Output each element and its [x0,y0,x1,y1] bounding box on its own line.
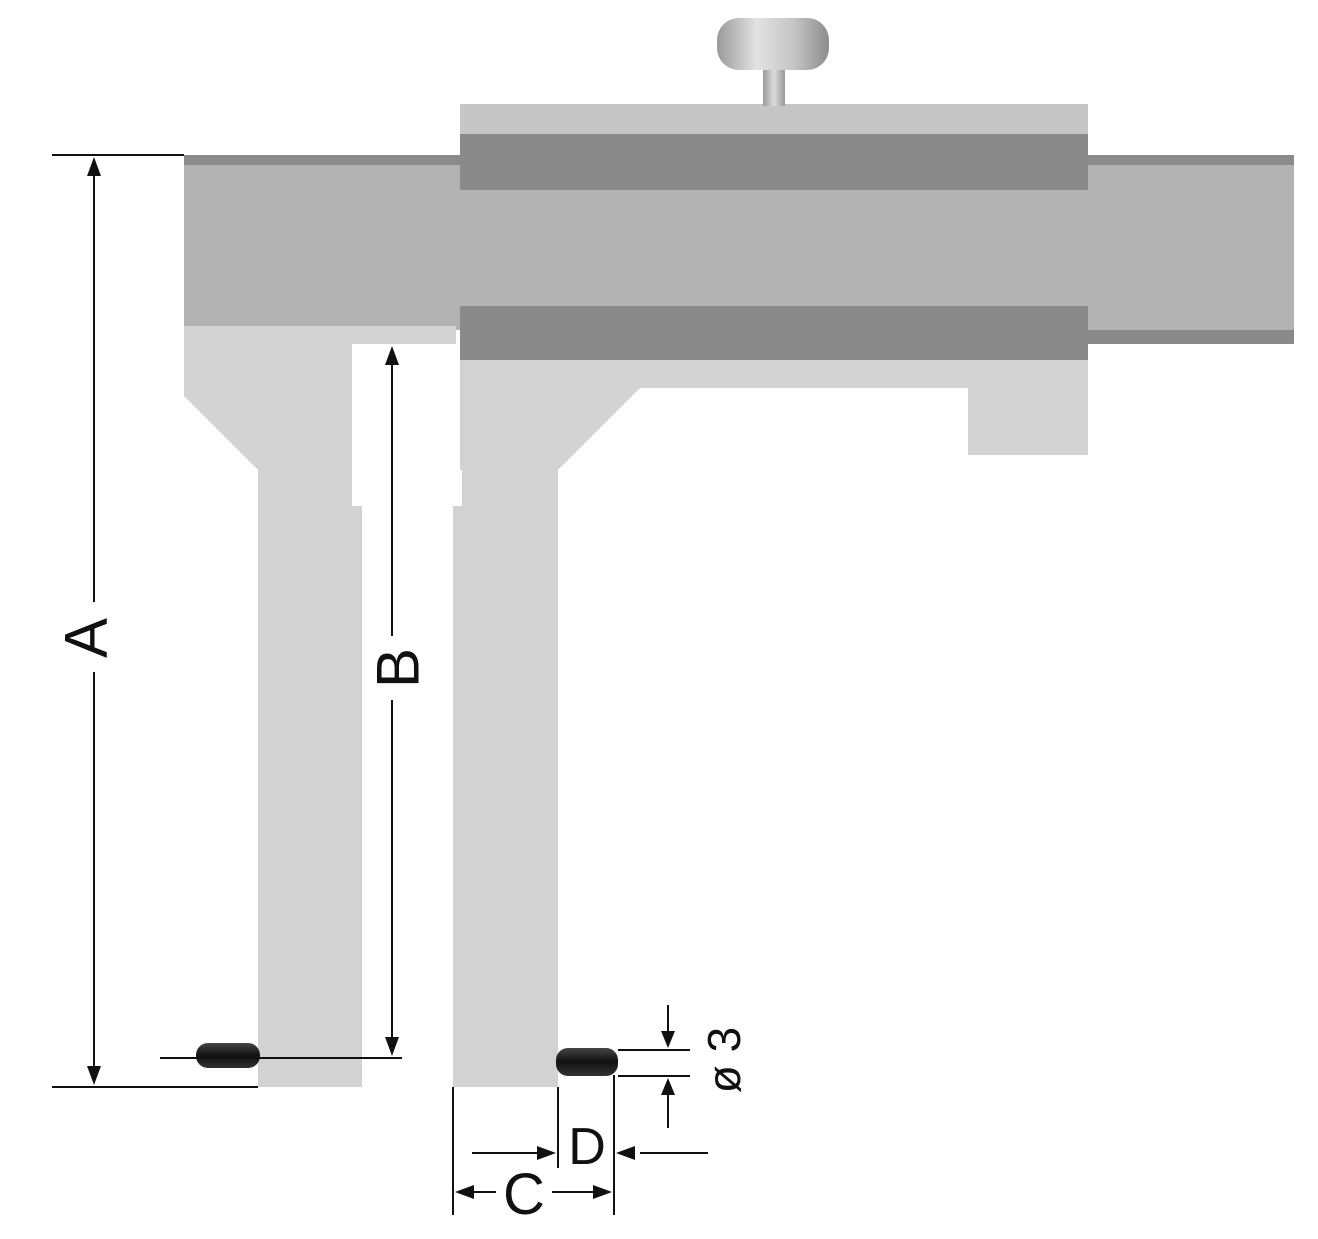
fixed-jaw [184,326,456,1087]
right-tip [556,1048,618,1076]
left-tip [196,1043,260,1068]
label-b: B [365,648,432,688]
sliding-jaw [453,104,1088,1087]
arrowheads [87,157,675,1199]
label-a: A [53,618,120,658]
measuring-tips [196,1043,618,1076]
label-d: D [568,1118,606,1176]
clamp-screw-icon [717,18,829,106]
dimension-lines [52,154,708,1215]
label-c: C [503,1162,545,1227]
label-diameter: ø 3 [698,1027,750,1093]
